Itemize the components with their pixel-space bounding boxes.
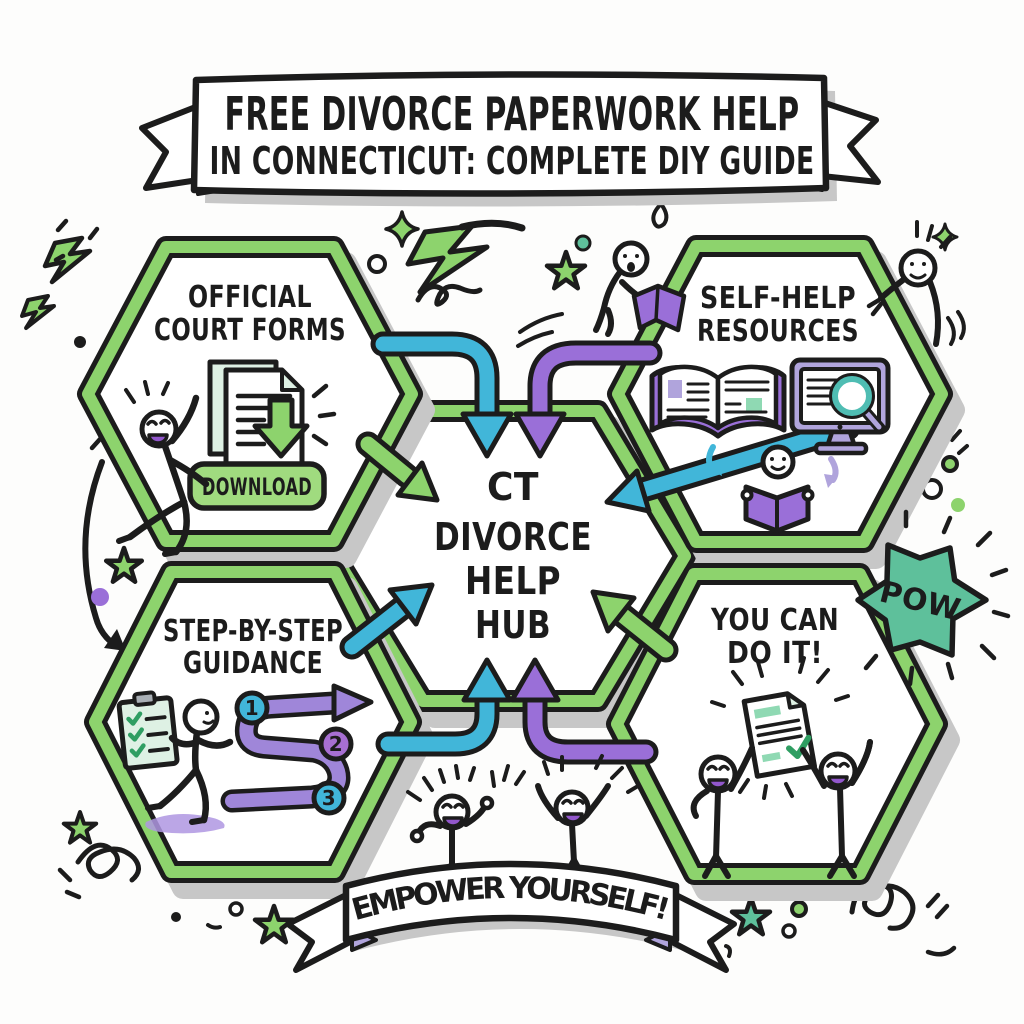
- step-circle-1: [234, 690, 270, 726]
- hub-line1: CT: [487, 465, 539, 509]
- node-motivation-content: YOU CAN DO IT!: [690, 603, 873, 879]
- connector-arrows: [339, 331, 861, 765]
- happy-figure-climbing: [116, 380, 210, 557]
- arrow-guidance-to-hub: [339, 582, 435, 660]
- star-icon: [729, 895, 773, 937]
- star-icon: [61, 810, 99, 845]
- title-line2: IN CONNECTICUT: COMPLETE DIY GUIDE: [210, 139, 815, 183]
- figure-cheering-right: [535, 783, 611, 885]
- node-guidance-content: STEP-BY-STEP GUIDANCE 1 2 3: [116, 614, 374, 834]
- certificate-check-icon: [741, 691, 817, 779]
- arrow-left-diagonal-green: [355, 431, 440, 503]
- download-button: DOWNLOAD: [187, 461, 327, 511]
- figure-celebrating-left: [690, 745, 755, 879]
- hub-line3: HELP: [465, 559, 561, 603]
- numbered-path-icon: 1 2 3: [220, 683, 374, 816]
- figures-cheering-pair: [406, 754, 640, 887]
- node-title: DO IT!: [727, 636, 823, 671]
- download-arrow-icon: [252, 397, 310, 459]
- hub-title: CT DIVORCE HELP HUB: [434, 465, 592, 647]
- figure-celebrating-right: [800, 739, 873, 879]
- arrow-forms-to-hub: [370, 331, 514, 459]
- node-title: SELF-HELP: [700, 281, 856, 316]
- lightning-bolt-icon: [405, 223, 490, 295]
- star-icon: [544, 249, 588, 291]
- step-number: 1: [245, 696, 259, 720]
- small-flow-arrows: [706, 444, 839, 488]
- arrow-selfhelp-to-hub: [513, 340, 663, 459]
- title-banner: FREE DIVORCE PAPERWORK HELP IN CONNECTIC…: [139, 71, 881, 207]
- pow-rays: [863, 509, 1011, 687]
- arrow-bottom-purple-up: [509, 657, 659, 765]
- ribbon-tail-left: [139, 103, 201, 191]
- step-circle-3: [311, 780, 347, 816]
- ribbon-body: [190, 71, 830, 197]
- decor-top-left-bolts: [20, 218, 100, 348]
- node-title: STEP-BY-STEP: [163, 614, 343, 649]
- node-title: OFFICIAL: [188, 280, 312, 315]
- title-line1: FREE DIVORCE PAPERWORK HELP: [225, 87, 800, 141]
- figure-sitting-reading: [593, 240, 687, 337]
- figure-reading-book: [740, 444, 815, 534]
- decor-bottom-left: [57, 810, 296, 945]
- document-stack-icon: [207, 359, 337, 471]
- open-book-icon: [649, 364, 787, 439]
- node-title: YOU CAN: [710, 603, 839, 638]
- node-title: GUIDANCE: [183, 646, 323, 681]
- node-title: RESOURCES: [697, 314, 859, 349]
- excitement-rays: [406, 754, 640, 802]
- step-number: 2: [329, 732, 343, 756]
- node-official-court-forms-content: OFFICIAL COURT FORMS DOWNLOAD: [116, 280, 346, 557]
- node-self-help-content: SELF-HELP RESOURCES: [649, 281, 891, 534]
- decor-top-middle: [367, 202, 959, 348]
- arrow-motivation-to-hub-green: [590, 589, 679, 663]
- sparkle-icon: [384, 210, 420, 248]
- ribbon-tail-right: [819, 99, 881, 185]
- hub-line2: DIVORCE: [434, 515, 592, 559]
- star-icon: [103, 545, 145, 584]
- arrow-right-diagonal-cyan: [604, 415, 861, 514]
- download-button-label: DOWNLOAD: [202, 473, 312, 501]
- figure-peeking: [866, 220, 966, 347]
- footer-banner: EMPOWER YOURSELF!: [285, 860, 737, 973]
- arrow-bottom-cyan-up: [375, 657, 513, 757]
- step-number: 3: [322, 786, 336, 810]
- monitor-magnifier-icon: [789, 357, 891, 456]
- node-title: COURT FORMS: [154, 313, 346, 348]
- certificate-rays: [710, 656, 850, 800]
- pow-burst-sticker: POW: [855, 509, 1011, 687]
- sparkle-icon: [931, 222, 959, 252]
- pow-burst-icon: [855, 542, 989, 658]
- clipboard-checklist-icon: [116, 690, 180, 771]
- hub-line4: HUB: [475, 603, 551, 647]
- figure-walking: [145, 698, 234, 834]
- star-icon: [252, 903, 296, 945]
- step-circle-2: [318, 726, 354, 762]
- ribbon-body: [342, 860, 680, 944]
